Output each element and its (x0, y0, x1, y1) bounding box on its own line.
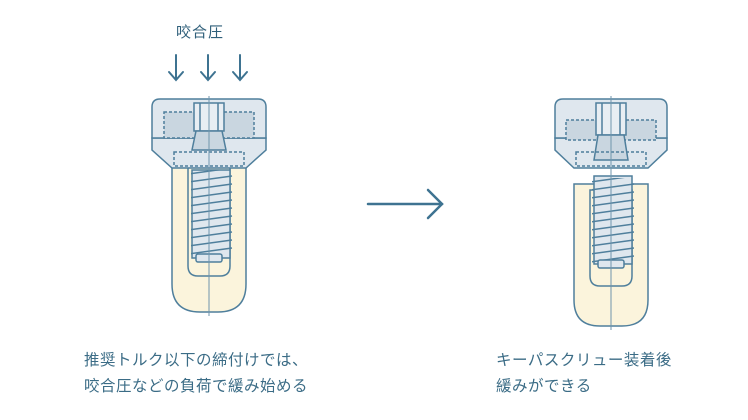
down-arrow-icon (200, 54, 216, 82)
caption-right: キーパスクリュー装着後 緩みができる (496, 347, 672, 399)
screw-threads (592, 178, 634, 263)
caption-left-line-2: 咬合圧などの負荷で緩み始める (84, 377, 309, 395)
down-arrow-icon (232, 54, 248, 82)
right-assembly (554, 96, 668, 330)
pressure-arrows (168, 54, 248, 82)
caption-right-line-1: キーパスクリュー装着後 (496, 351, 672, 369)
caption-right-line-2: 緩みができる (496, 377, 592, 395)
pressure-label: 咬合圧 (175, 23, 224, 41)
screw-threads (191, 170, 233, 255)
transition-arrow-icon (366, 188, 444, 220)
caption-left-line-1: 推奨トルク以下の締付けでは、 (84, 351, 309, 369)
left-assembly (151, 96, 267, 316)
down-arrow-icon (168, 54, 184, 82)
caption-left: 推奨トルク以下の締付けでは、 咬合圧などの負荷で緩み始める (84, 347, 308, 399)
